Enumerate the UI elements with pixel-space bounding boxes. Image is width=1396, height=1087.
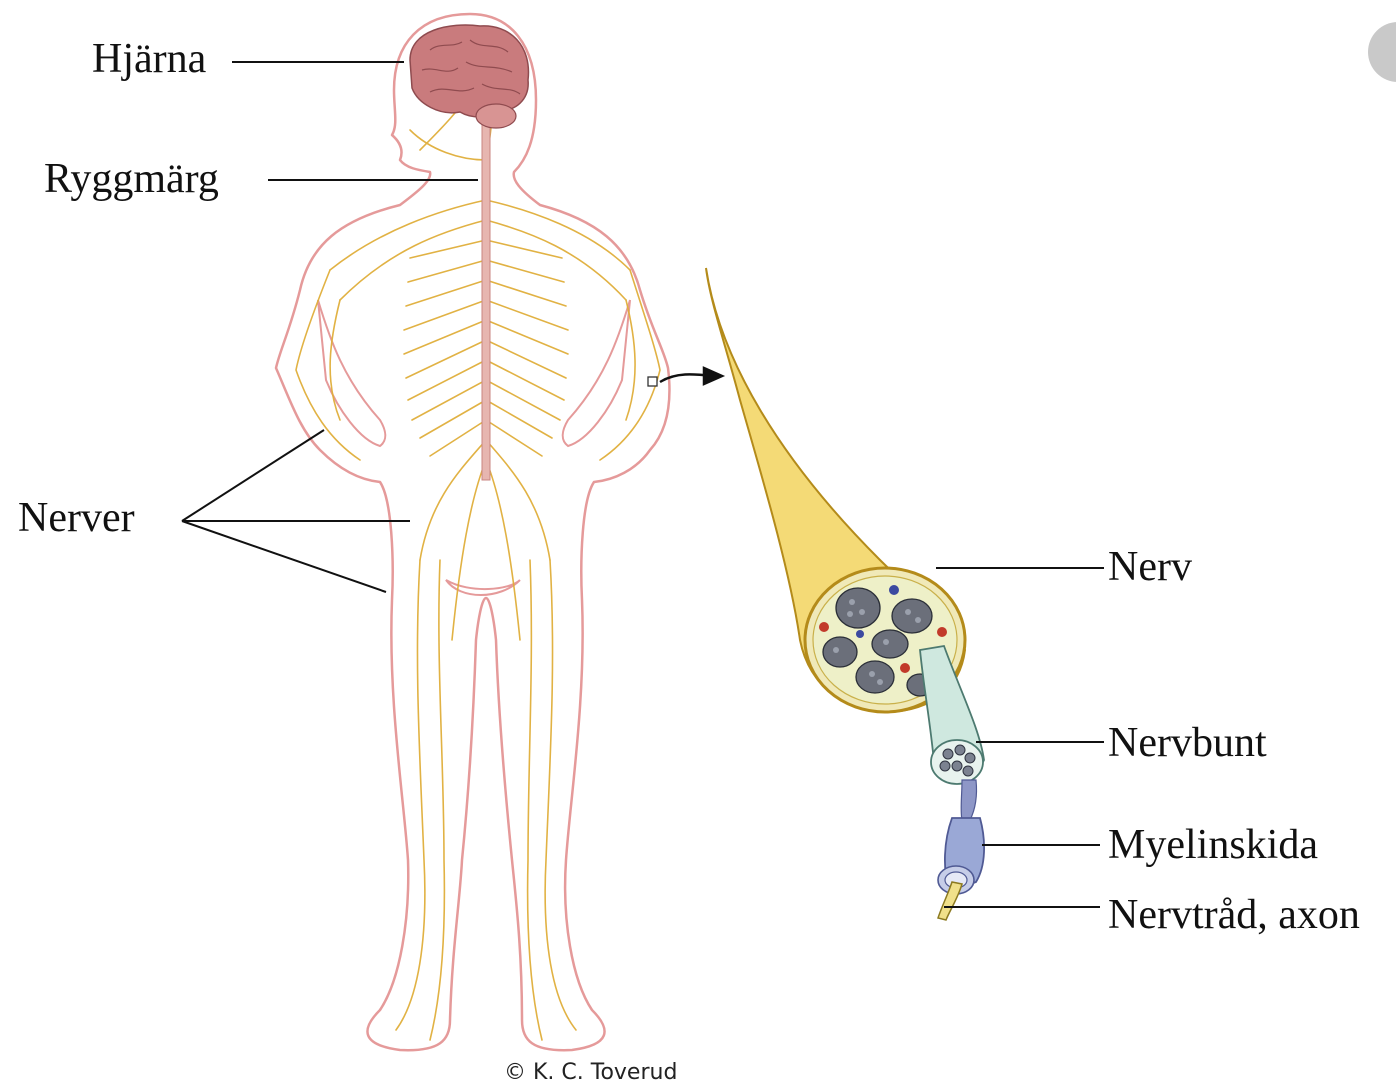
label-nerve-bundle: Nervbunt xyxy=(1108,722,1267,764)
zoom-marker xyxy=(648,377,657,386)
label-myelin-sheath: Myelinskida xyxy=(1108,824,1318,866)
label-nerves: Nerver xyxy=(18,497,135,539)
nerve-detail xyxy=(706,268,984,920)
copyright-credit: © K. C. Toverud xyxy=(504,1060,677,1085)
spinal-cord xyxy=(482,120,490,480)
label-axon: Nervtråd, axon xyxy=(1108,894,1360,936)
label-spinal-cord: Ryggmärg xyxy=(44,158,219,200)
label-brain: Hjärna xyxy=(92,38,206,80)
body-outline xyxy=(276,14,669,1050)
label-nerve: Nerv xyxy=(1108,546,1192,588)
